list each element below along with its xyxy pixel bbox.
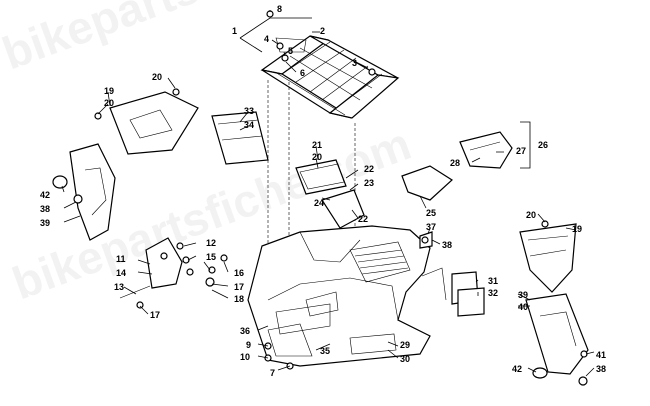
- right-splash-shield: [525, 293, 589, 375]
- callout-42b: 42: [40, 190, 50, 200]
- callout-14: 14: [116, 268, 126, 278]
- mount-bracket: [145, 237, 183, 289]
- callout-27: 27: [516, 146, 526, 156]
- callout-25: 25: [426, 208, 436, 218]
- callout-24: 24: [314, 198, 324, 208]
- callout-1: 1: [232, 26, 237, 36]
- callout-31: 31: [488, 276, 498, 286]
- callout-13: 13: [114, 282, 124, 292]
- callout-42a: 42: [512, 364, 522, 374]
- nut-icon: [176, 242, 184, 250]
- callout-18: 18: [234, 294, 244, 304]
- callout-20a: 20: [152, 72, 162, 82]
- left-fender-panel: [109, 91, 199, 155]
- callout-16: 16: [234, 268, 244, 278]
- left-splash-shield: [69, 143, 116, 241]
- front-body: [247, 225, 447, 367]
- callout-19b: 19: [572, 224, 582, 234]
- callout-23: 23: [364, 178, 374, 188]
- small-panel: [321, 189, 365, 229]
- callout-39a: 39: [518, 290, 528, 300]
- callout-2: 2: [320, 26, 325, 36]
- callout-26: 26: [538, 140, 548, 150]
- callout-11: 11: [116, 254, 126, 264]
- callout-20c: 20: [312, 152, 322, 162]
- callout-38b: 38: [596, 364, 606, 374]
- callout-29: 29: [400, 340, 410, 350]
- rear-rack: [260, 35, 400, 119]
- callout-36: 36: [240, 326, 250, 336]
- callout-6: 6: [300, 68, 305, 78]
- callout-41: 41: [596, 350, 606, 360]
- cover-25: [401, 165, 453, 201]
- storage-lid: [459, 131, 513, 169]
- callout-38a: 38: [442, 240, 452, 250]
- callout-7: 7: [270, 368, 275, 378]
- callout-35: 35: [320, 346, 330, 356]
- top-pad: [295, 159, 347, 195]
- callout-32: 32: [488, 288, 498, 298]
- callout-15: 15: [206, 252, 216, 262]
- callout-33: 33: [244, 106, 254, 116]
- callout-3: 3: [352, 58, 357, 68]
- callout-22a: 22: [364, 164, 374, 174]
- callout-9: 9: [246, 340, 251, 350]
- right-fender-panel: [519, 223, 577, 293]
- callout-28: 28: [450, 158, 460, 168]
- callout-21: 21: [312, 140, 322, 150]
- callout-17a: 17: [150, 310, 160, 320]
- callout-20b: 20: [104, 98, 114, 108]
- callout-34: 34: [244, 120, 254, 130]
- callout-19a: 19: [104, 86, 114, 96]
- callout-5: 5: [288, 46, 293, 56]
- callout-10: 10: [240, 352, 250, 362]
- callout-39b: 39: [40, 218, 50, 228]
- callout-30: 30: [400, 354, 410, 364]
- callout-38c: 38: [40, 204, 50, 214]
- callout-37: 37: [426, 222, 436, 232]
- callout-22b: 22: [358, 214, 368, 224]
- callout-20d: 20: [526, 210, 536, 220]
- callout-40: 40: [518, 302, 528, 312]
- callout-4: 4: [264, 34, 269, 44]
- callout-12: 12: [206, 238, 216, 248]
- watermark: bikepartsfiche.com: [0, 0, 407, 79]
- callout-8: 8: [277, 4, 282, 14]
- callout-17b: 17: [234, 282, 244, 292]
